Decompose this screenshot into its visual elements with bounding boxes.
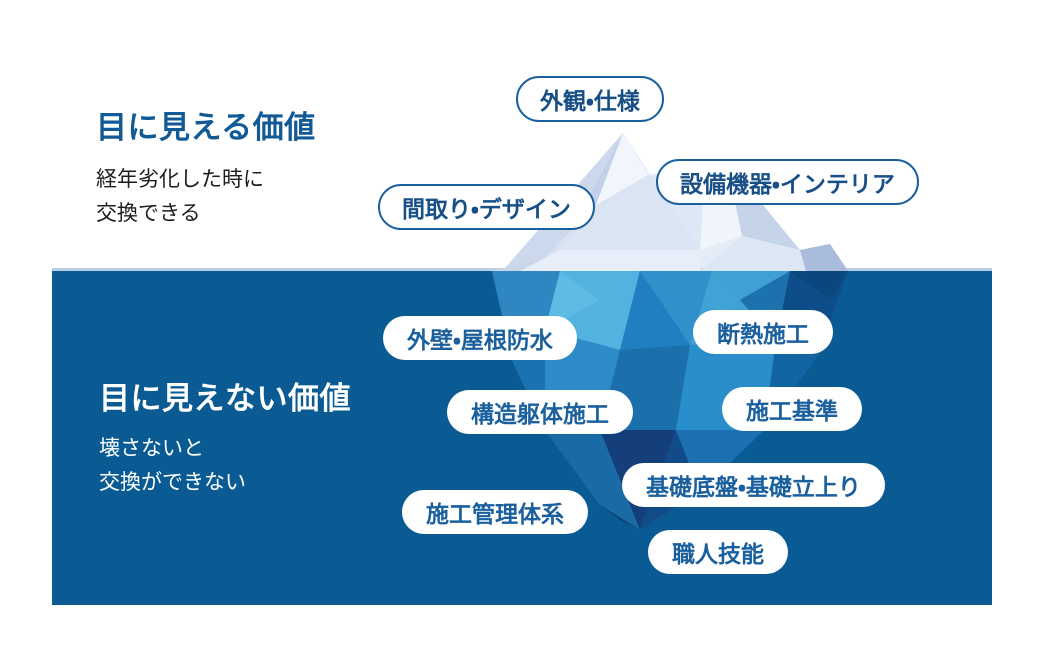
pill-craftsman-skill[interactable]: 職人技能 xyxy=(648,530,788,574)
pill-foundation-slab-rising[interactable]: 基礎底盤・基礎立上り xyxy=(622,463,885,507)
pill-floorplan-design[interactable]: 間取り・デザイン xyxy=(378,184,595,230)
pill-structural-frame-work[interactable]: 構造躯体施工 xyxy=(447,390,633,434)
pill-construction-management-system[interactable]: 施工管理体系 xyxy=(402,490,588,534)
above-water-subtext: 経年劣化した時に 交換できる xyxy=(96,168,264,225)
below-water-heading: 目に見えない価値 xyxy=(99,381,351,416)
above-water-heading: 目に見える価値 xyxy=(96,110,316,145)
pill-exterior-spec[interactable]: 外観・仕様 xyxy=(516,76,664,122)
below-water-subtext: 壊さないと 交換ができない xyxy=(99,437,246,494)
pill-insulation-work[interactable]: 断熱施工 xyxy=(693,310,833,354)
pill-construction-standards[interactable]: 施工基準 xyxy=(722,387,862,431)
pill-wall-roof-waterproofing[interactable]: 外壁・屋根防水 xyxy=(383,316,577,360)
pill-equipment-interior[interactable]: 設備機器・インテリア xyxy=(656,159,919,205)
